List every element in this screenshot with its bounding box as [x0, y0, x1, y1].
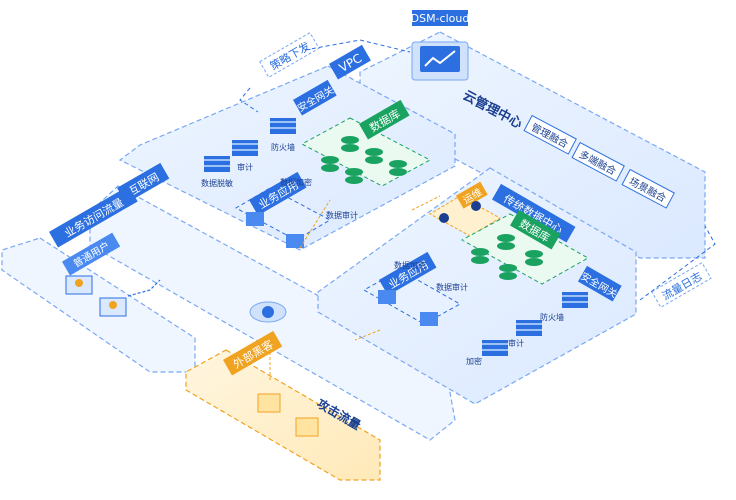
dc-data-audit-label: 数据审计 [436, 282, 468, 292]
policy-dispatch-line [239, 87, 259, 113]
server-icon [516, 320, 542, 336]
dc-database-zone [460, 213, 590, 285]
vpc-firewall-label: 防火墙 [271, 142, 295, 152]
business-traffic-zone [1, 237, 196, 373]
server-icon [232, 140, 258, 156]
user-icons [65, 275, 127, 317]
app-cube-icon [420, 312, 438, 326]
dc-data-encrypt-label: 数据加密 [394, 260, 426, 270]
dc-encrypt-node: 加密 [466, 340, 508, 366]
flow-arrow [354, 329, 381, 341]
flow-arrow [299, 199, 331, 249]
vpc-database-icons [321, 136, 407, 184]
vpc-audit-node: 审计 [232, 140, 258, 172]
globe-icon [262, 306, 274, 318]
vpc-firewall-node: 防火墙 [270, 118, 296, 152]
internet-cloud-node [249, 301, 287, 323]
hacker-icons [257, 393, 319, 437]
hacker-icon [257, 393, 281, 413]
database-icon [499, 264, 517, 272]
server-icon [482, 340, 508, 356]
server-icon [562, 292, 588, 308]
operator-icon [439, 213, 449, 223]
dc-encrypt-label: 加密 [466, 356, 482, 366]
business-traffic-arrow [127, 279, 161, 297]
vpc-desensitize-label: 数据脱敏 [201, 178, 233, 188]
app-cube-icon [246, 212, 264, 226]
trend-chart-icon [424, 50, 456, 67]
operator-icon [471, 201, 481, 211]
dc-database-icons [471, 234, 543, 280]
dc-audit-node: 审计 [508, 320, 542, 348]
dc-firewall-label: 防火墙 [540, 312, 564, 322]
database-icon [345, 168, 363, 176]
database-icon [389, 160, 407, 168]
dsm-cloud-tag [412, 10, 468, 26]
vpc-audit-label: 审计 [237, 162, 253, 172]
dsm-cloud-node: DSM-cloud [411, 10, 470, 81]
app-cube-icon [286, 234, 304, 248]
vpc-desensitize-node: 数据脱敏 [201, 156, 233, 188]
flow-arrow [411, 195, 441, 211]
cloud-management-platform [359, 31, 706, 259]
database-icon [365, 148, 383, 156]
traffic-log-line [639, 225, 716, 301]
policy-dispatch-tag: 策略下发 [259, 32, 320, 79]
dc-audit-label: 审计 [508, 338, 524, 348]
server-icon [204, 156, 230, 172]
monitor-icon [420, 46, 460, 72]
database-icon [471, 248, 489, 256]
server-icon [270, 118, 296, 134]
database-icon [341, 136, 359, 144]
hacker-icon [295, 417, 319, 437]
database-icon [321, 156, 339, 164]
dsm-cloud-label: DSM-cloud [411, 12, 470, 25]
vpc-platform [118, 65, 456, 251]
database-icon [497, 234, 515, 242]
vpc-data-audit-label: 数据审计 [326, 210, 358, 220]
dc-firewall-node: 防火墙 [540, 292, 588, 322]
database-icon [525, 250, 543, 258]
vpc-data-encrypt-label: 数据加密 [280, 177, 312, 187]
app-cube-icon [378, 290, 396, 304]
external-hacker-zone [185, 349, 381, 481]
